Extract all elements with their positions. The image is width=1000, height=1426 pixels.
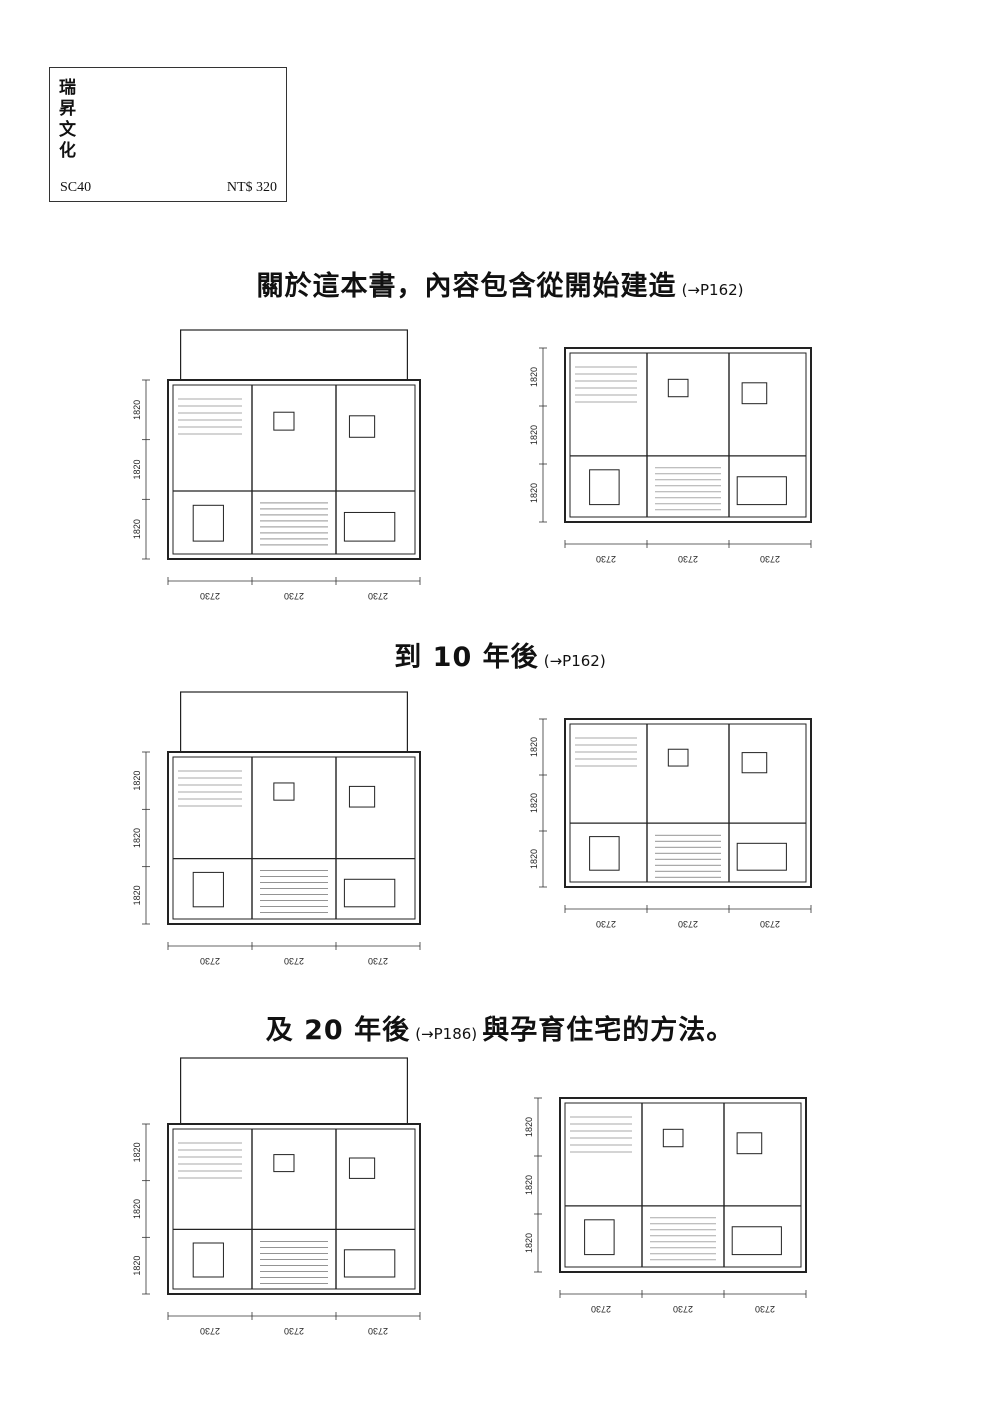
floor-plan-drawing: 1820 1820 1820 2730 2730 2730 [529,347,812,564]
dimension-label: 1820 [132,828,142,848]
dimension-label: 1820 [524,1117,534,1137]
heading-start: 關於這本書，內容包含從開始建造 (→P162) [0,264,1000,303]
publisher-char: 文 [59,120,76,140]
dimension-label: 1820 [529,737,539,757]
heading-main: 關於這本書，內容包含從開始建造 [256,271,677,302]
dimension-label: 2730 [760,554,780,564]
dimension-label: 1820 [529,483,539,503]
page-reference: (→P186) [415,1025,478,1043]
upper-floor-plan-10-years: 1820 1820 1820 2730 2730 2730 [525,705,825,937]
book-price: NT$ 320 [226,180,277,195]
dimension-label: 1820 [524,1175,534,1195]
dimension-label: 2730 [596,919,616,929]
page-reference: (→P162) [681,281,744,299]
ground-floor-plan-20-years: 1820 1820 1820 2730 2730 2730 [120,1052,510,1342]
floor-plan-drawing: 1820 1820 1820 2730 2730 2730 [132,691,421,966]
page-reference: (→P162) [543,652,606,670]
heading-main: 及 20 年後 [265,1015,411,1046]
dimension-label: 1820 [132,771,142,791]
dimension-label: 1820 [529,849,539,869]
dimension-label: 2730 [200,1326,220,1336]
dimension-label: 2730 [200,591,220,601]
dimension-label: 1820 [529,367,539,387]
dimension-label: 2730 [591,1304,611,1314]
publisher-box: 瑞 昇 文 化 SC40 NT$ 320 [49,67,287,202]
publisher-char: 瑞 [59,78,76,98]
publisher-name: 瑞 昇 文 化 [59,78,79,162]
upper-floor-plan-20-years: 1820 1820 1820 2730 2730 2730 [520,1078,830,1316]
dimension-label: 2730 [596,554,616,564]
heading-10-years: 到 10 年後 (→P162) [0,635,1000,674]
book-code: SC40 [60,180,92,195]
dimension-label: 2730 [284,591,304,601]
dimension-label: 2730 [755,1304,775,1314]
heading-20-years: 及 20 年後 (→P186) 與孕育住宅的方法。 [0,1008,1000,1047]
dimension-label: 2730 [200,956,220,966]
dimension-label: 1820 [132,519,142,539]
dimension-label: 2730 [368,1326,388,1336]
dimension-label: 1820 [132,400,142,420]
dimension-label: 2730 [678,919,698,929]
heading-tail: 與孕育住宅的方法。 [482,1015,735,1046]
dimension-label: 2730 [368,956,388,966]
dimension-label: 1820 [132,1199,142,1219]
dimension-label: 1820 [524,1233,534,1253]
heading-main: 到 10 年後 [394,642,539,673]
dimension-label: 1820 [132,1256,142,1276]
floor-plan-drawing: 1820 1820 1820 2730 2730 2730 [529,718,812,929]
dimension-label: 1820 [132,1142,142,1162]
dimension-label: 2730 [678,554,698,564]
floor-plan-drawing: 1820 1820 1820 2730 2730 2730 [524,1097,807,1314]
upper-floor-plan-initial: 1820 1820 1820 2730 2730 2730 [525,332,825,570]
dimension-label: 2730 [368,591,388,601]
ground-floor-plan-10-years: 1820 1820 1820 2730 2730 2730 [120,688,500,966]
floor-plan-drawing: 1820 1820 1820 2730 2730 2730 [132,329,421,601]
dimension-label: 1820 [132,459,142,479]
publisher-char: 化 [59,141,76,161]
publisher-char: 昇 [59,99,76,119]
ground-floor-plan-initial: 1820 1820 1820 2730 2730 2730 [120,322,450,607]
dimension-label: 2730 [284,1326,304,1336]
dimension-label: 1820 [132,885,142,905]
dimension-label: 2730 [284,956,304,966]
dimension-label: 2730 [760,919,780,929]
dimension-label: 1820 [529,425,539,445]
floor-plan-drawing: 1820 1820 1820 2730 2730 2730 [132,1057,421,1336]
dimension-label: 2730 [673,1304,693,1314]
dimension-label: 1820 [529,793,539,813]
